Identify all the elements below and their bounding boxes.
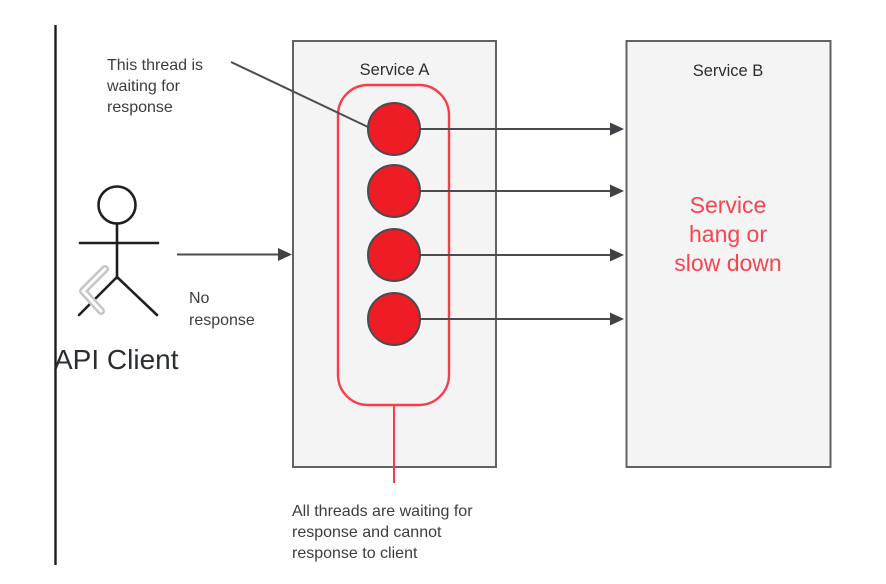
service-b-title: Service B <box>692 62 764 80</box>
service-a-title: Service A <box>359 61 430 79</box>
service-b-box <box>625 40 832 468</box>
arrow-head <box>610 248 624 262</box>
no-response-note: No response <box>189 290 255 329</box>
thread-arrows-and-circles <box>367 102 624 346</box>
all-threads-note: All threads are waiting for response and… <box>292 503 473 562</box>
thread-circle <box>367 102 421 156</box>
service-b-status-text: Service hang or slow down <box>674 192 782 276</box>
arrow-head <box>610 312 624 326</box>
stick-figure <box>77 185 160 317</box>
chevron-left-icon <box>79 265 109 315</box>
thread-pool-outline <box>336 83 451 407</box>
waiting-thread-note: This thread is waiting for response <box>107 57 204 116</box>
client-request-arrow <box>177 248 292 261</box>
thread-circle <box>367 292 421 346</box>
arrow-head <box>610 184 624 198</box>
thread-callout-line <box>230 61 369 128</box>
api-client-label: API Client <box>54 344 179 375</box>
thread-circle <box>367 228 421 282</box>
thread-circle <box>367 164 421 218</box>
arrow-head <box>610 122 624 136</box>
